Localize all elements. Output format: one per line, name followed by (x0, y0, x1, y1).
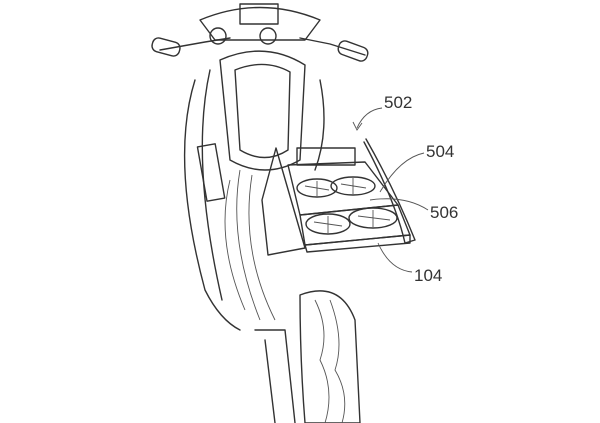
rear-box (296, 147, 356, 166)
cover-flap-left (261, 147, 306, 256)
label-504: 504 (426, 142, 454, 161)
label-104: 104 (414, 266, 442, 285)
drone-rotor (330, 176, 376, 196)
label-502: 502 (384, 93, 412, 112)
cover-flap-right (363, 138, 416, 244)
dashboard (199, 3, 321, 41)
drone-rotor (305, 213, 351, 235)
label-506: 506 (430, 203, 458, 222)
tank-and-seat (183, 50, 325, 331)
drone-rotor (296, 178, 338, 198)
drone-carrier (261, 138, 416, 256)
drone-rotor (348, 207, 398, 229)
leader-lines (352, 107, 429, 273)
handlebar (151, 27, 369, 62)
